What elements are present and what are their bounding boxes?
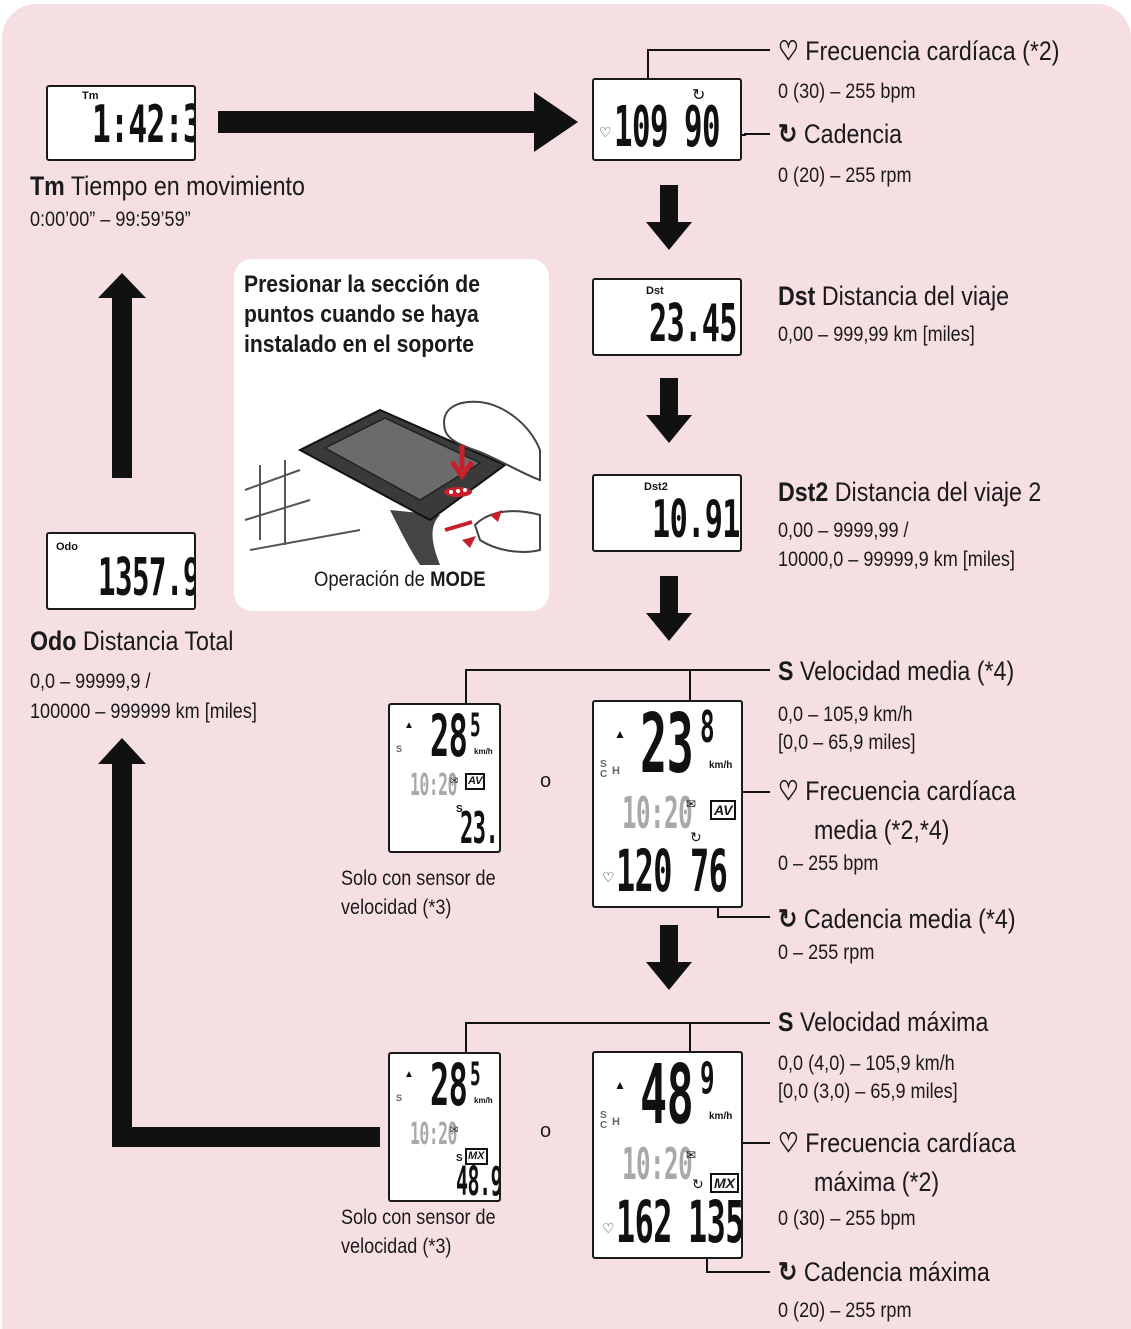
label-max-speed: S Velocidad máxima bbox=[778, 1007, 989, 1037]
label-max-heart-rate-2: máxima (*2) bbox=[814, 1167, 940, 1197]
down-arrows bbox=[646, 185, 692, 990]
speed-only-caption-2a: Solo con sensor de bbox=[341, 1206, 496, 1229]
label-max-cadence: ↻ Cadencia máxima bbox=[778, 1257, 990, 1287]
heart-icon: ♡ bbox=[778, 776, 806, 806]
speed-only-caption-1a: Solo con sensor de bbox=[341, 867, 496, 890]
cadence-icon: ↻ bbox=[778, 119, 804, 149]
or-text-1: o bbox=[540, 770, 552, 792]
range-dst2-1: 0,00 – 9999,99 / bbox=[778, 519, 909, 542]
arrow-tm-to-hr-head bbox=[534, 92, 578, 152]
range-odo-2: 100000 – 999999 km [miles] bbox=[30, 700, 257, 723]
up-arrows bbox=[98, 273, 380, 1147]
range-tm: 0:00’00” – 99:59’59” bbox=[30, 208, 191, 231]
range-max-speed-1: 0,0 (4,0) – 105,9 km/h bbox=[778, 1052, 955, 1075]
range-average-cadence: 0 – 255 rpm bbox=[778, 941, 875, 964]
range-dst2-2: 10000,0 – 99999,9 km [miles] bbox=[778, 548, 1015, 571]
range-max-cadence: 0 (20) – 255 rpm bbox=[778, 1299, 912, 1322]
heart-icon: ♡ bbox=[599, 124, 612, 140]
range-odo-1: 0,0 – 99999,9 / bbox=[30, 670, 151, 693]
lcd-odo: Odo 1357.9 bbox=[46, 532, 196, 610]
heart-icon: ♡ bbox=[778, 1128, 806, 1158]
label-max-heart-rate: ♡ Frecuencia cardíaca bbox=[778, 1128, 1016, 1158]
label-dst2: Dst2 Distancia del viaje 2 bbox=[778, 477, 1042, 507]
cadence-icon: ↻ bbox=[778, 1257, 804, 1287]
label-tm: Tm Tiempo en movimiento bbox=[30, 171, 305, 201]
range-average-speed-1: 0,0 – 105,9 km/h bbox=[778, 703, 913, 726]
lcd-heart-cadence: ♡ 109 ↻ 90 bbox=[592, 78, 742, 161]
background-panel bbox=[2, 4, 1131, 1329]
label-odo: Odo Distancia Total bbox=[30, 626, 234, 656]
speed-only-caption-2b: velocidad (*3) bbox=[341, 1235, 452, 1258]
range-average-speed-2: [0,0 – 65,9 miles] bbox=[778, 731, 916, 754]
arrow-tm-to-hr bbox=[218, 111, 538, 133]
mail-icon: ✉ bbox=[450, 776, 459, 787]
range-dst: 0,00 – 999,99 km [miles] bbox=[778, 323, 975, 346]
lcd-max-speed-only: ▲ 28 5 km/h S 10:20 ✉ MX S 48.9 bbox=[388, 1052, 501, 1202]
lcd-dst: Dst 23.45 bbox=[592, 278, 742, 356]
heart-icon: ♡ bbox=[778, 36, 806, 66]
range-cadence: 0 (20) – 255 rpm bbox=[778, 164, 912, 187]
callout-title: Presionar la sección de puntos cuando se… bbox=[244, 271, 480, 358]
label-average-speed: S Velocidad media (*4) bbox=[778, 656, 1015, 686]
label-average-heart-rate: ♡ Frecuencia cardíaca bbox=[778, 776, 1016, 806]
label-average-heart-rate-2: media (*2,*4) bbox=[814, 815, 950, 845]
label-cadence: ↻ Cadencia bbox=[778, 119, 903, 149]
or-text-2: o bbox=[540, 1120, 552, 1142]
device-press-illustration bbox=[244, 400, 541, 565]
lcd-maximum: ▲ 48 9 km/h S C H 10:20 ✉ ↻ MX ♡ 162 135 bbox=[592, 1051, 743, 1259]
arrow-up-indicator: ▲ bbox=[404, 720, 414, 731]
range-max-heart-rate: 0 (30) – 255 bpm bbox=[778, 1207, 916, 1230]
speed-only-caption-1b: velocidad (*3) bbox=[341, 896, 452, 919]
range-heart-rate: 0 (30) – 255 bpm bbox=[778, 80, 916, 103]
lcd-tm: Tm 1:42:38 bbox=[46, 85, 196, 161]
cadence-icon: ↻ bbox=[778, 904, 804, 934]
lcd-average-speed-only: ▲ 28 5 km/h S 10:20 ✉ AV S 23.8 bbox=[388, 703, 501, 853]
lcd-average: ▲ 23 8 km/h S C H 10:20 ✉ AV ↻ ♡ 120 76 bbox=[592, 700, 743, 908]
cadence-icon: ↻ bbox=[692, 87, 706, 104]
lcd-dst2: Dst2 10.91 bbox=[592, 474, 742, 552]
callout-caption: Operación de MODE bbox=[314, 568, 486, 591]
range-average-heart-rate: 0 – 255 bpm bbox=[778, 852, 879, 875]
label-dst: Dst Distancia del viaje bbox=[778, 281, 1010, 311]
label-average-cadence: ↻ Cadencia media (*4) bbox=[778, 904, 1016, 934]
range-max-speed-2: [0,0 (3,0) – 65,9 miles] bbox=[778, 1080, 958, 1103]
label-heart-rate: ♡ Frecuencia cardíaca (*2) bbox=[778, 36, 1060, 66]
